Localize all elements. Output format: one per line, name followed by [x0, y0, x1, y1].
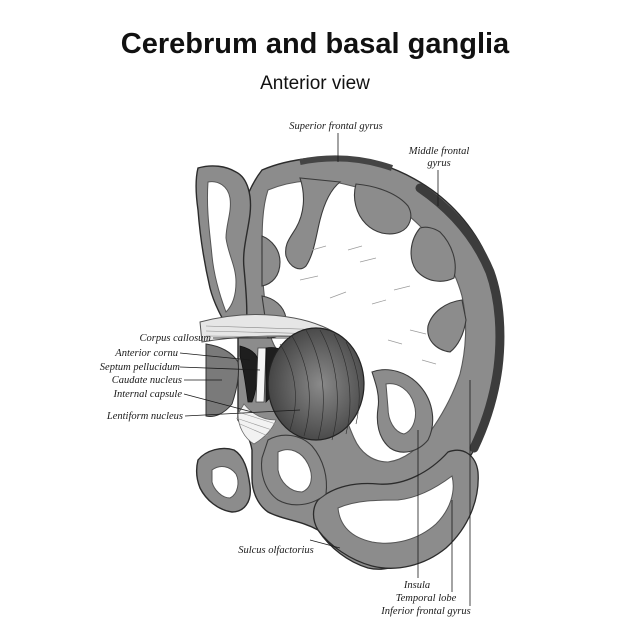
page-title: Cerebrum and basal ganglia [120, 28, 510, 60]
label-inferior-frontal-gyrus: Inferior frontal gyrus [380, 606, 470, 617]
caudate-nucleus-shape [205, 343, 239, 417]
left-lower-white [211, 466, 239, 499]
lower-folds [260, 369, 479, 569]
anterior-cornu-shape [239, 345, 259, 403]
lentiform-striations [279, 329, 360, 441]
label-anterior-cornu: Anterior cornu [114, 348, 178, 359]
septum-pellucidum-shape [255, 347, 267, 403]
gyral-folds [261, 177, 467, 353]
basal-ganglia [199, 314, 365, 445]
label-middle-frontal-gyrus: Middle frontal [408, 146, 470, 157]
left-hemisphere [195, 165, 252, 513]
fiber-texture [299, 245, 437, 365]
label-temporal-lobe: Temporal lobe [396, 593, 457, 604]
cortex-rim [415, 183, 505, 453]
label-middle-frontal-gyrus-2: gyrus [427, 158, 450, 169]
label-sulcus-olfactorius: Sulcus olfactorius [238, 545, 314, 556]
left-white-matter [206, 181, 237, 313]
label-caudate-nucleus: Caudate nucleus [112, 375, 182, 386]
label-superior-frontal-gyrus: Superior frontal gyrus [289, 121, 383, 132]
lentiform-nucleus-shape [267, 327, 365, 441]
label-internal-capsule: Internal capsule [112, 389, 182, 400]
cortex-rim-top [299, 155, 393, 171]
temporal-lobe-white [337, 475, 454, 544]
frontal-lower-white [277, 449, 312, 493]
label-lentiform-nucleus: Lentiform nucleus [106, 411, 183, 422]
insula-white [385, 383, 417, 435]
label-corpus-callosum: Corpus callosum [140, 333, 212, 344]
leader-lines [179, 133, 471, 606]
page-subtitle: Anterior view [260, 73, 370, 94]
label-insula: Insula [403, 580, 430, 591]
label-septum-pellucidum: Septum pellucidum [100, 362, 181, 373]
capsule-fibers [235, 411, 277, 437]
